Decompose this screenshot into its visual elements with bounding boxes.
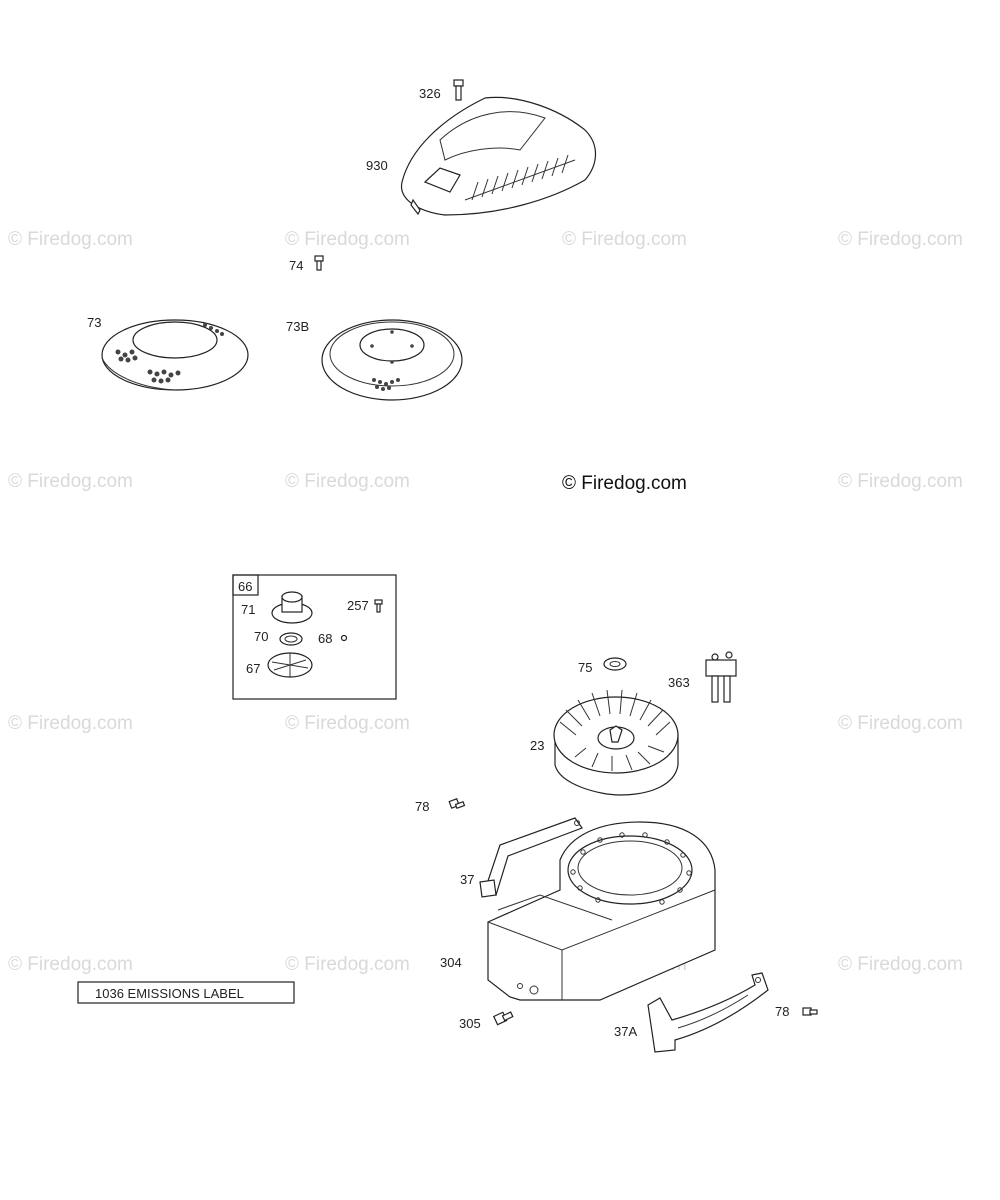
callout-23: 23 — [530, 738, 544, 753]
part-75-washer-icon — [603, 657, 627, 671]
watermark: © Firedog.com — [838, 954, 963, 975]
watermark: © Firedog.com — [8, 471, 133, 492]
callout-326: 326 — [419, 86, 441, 101]
callout-66: 66 — [238, 579, 252, 594]
part-73b-screen — [321, 319, 463, 401]
screw-305-icon — [492, 1011, 514, 1026]
watermark: © Firedog.com — [562, 229, 687, 250]
watermark: © Firedog.com — [838, 229, 963, 250]
part-73-screen — [101, 319, 249, 391]
watermark: © Firedog.com — [285, 713, 410, 734]
callout-71: 71 — [241, 602, 255, 617]
logo-emblem-icon — [423, 167, 461, 193]
callout-70: 70 — [254, 629, 268, 644]
cover-vents — [471, 154, 569, 201]
part-67-ratchet-icon — [267, 652, 313, 678]
part-363-armature-icon — [705, 651, 737, 703]
watermark: © Firedog.com — [285, 471, 410, 492]
screw-78-icon — [448, 798, 466, 810]
watermark: © Firedog.com — [8, 229, 133, 250]
callout-67: 67 — [246, 661, 260, 676]
callout-257: 257 — [347, 598, 369, 613]
watermark: © Firedog.com — [285, 229, 410, 250]
callout-68: 68 — [318, 631, 332, 646]
watermark-main: © Firedog.com — [562, 473, 687, 494]
part-37a-air-vane — [647, 972, 769, 1053]
part-23-flywheel — [553, 689, 679, 796]
callout-305: 305 — [459, 1016, 481, 1031]
part-68-ball-icon — [340, 634, 348, 642]
watermark: © Firedog.com — [8, 954, 133, 975]
callout-78: 78 — [775, 1004, 789, 1019]
callout-363: 363 — [668, 675, 690, 690]
watermark: © Firedog.com — [838, 713, 963, 734]
screw-326-icon — [453, 79, 464, 101]
watermark: © Firedog.com — [8, 713, 133, 734]
callout-73: 73 — [87, 315, 101, 330]
part-304-blower-housing — [487, 821, 716, 1001]
screw-78-icon — [802, 1007, 818, 1016]
callout-930: 930 — [366, 158, 388, 173]
part-71-clutch-icon — [271, 591, 313, 624]
part-70-washer-icon — [279, 632, 303, 646]
emissions-label-box: 1036 EMISSIONS LABEL — [77, 981, 295, 1004]
callout-37a: 37A — [614, 1024, 637, 1039]
part-257-screw-icon — [374, 599, 383, 613]
screw-74-icon — [314, 255, 324, 271]
callout-74: 74 — [289, 258, 303, 273]
kit-66-box — [232, 574, 397, 700]
part-930-cover — [400, 96, 597, 216]
callout-304: 304 — [440, 955, 462, 970]
callout-73b: 73B — [286, 319, 309, 334]
watermark: © Firedog.com — [838, 471, 963, 492]
part-37-air-vane — [479, 817, 583, 898]
emissions-label: 1036 EMISSIONS LABEL — [95, 986, 244, 1001]
flywheel-fins — [559, 689, 671, 771]
callout-75: 75 — [578, 660, 592, 675]
watermark-layer: © Firedog.com © Firedog.com © Firedog.co… — [8, 229, 963, 975]
callout-78: 78 — [415, 799, 429, 814]
watermark: © Firedog.com — [285, 954, 410, 975]
callout-37: 37 — [460, 872, 474, 887]
